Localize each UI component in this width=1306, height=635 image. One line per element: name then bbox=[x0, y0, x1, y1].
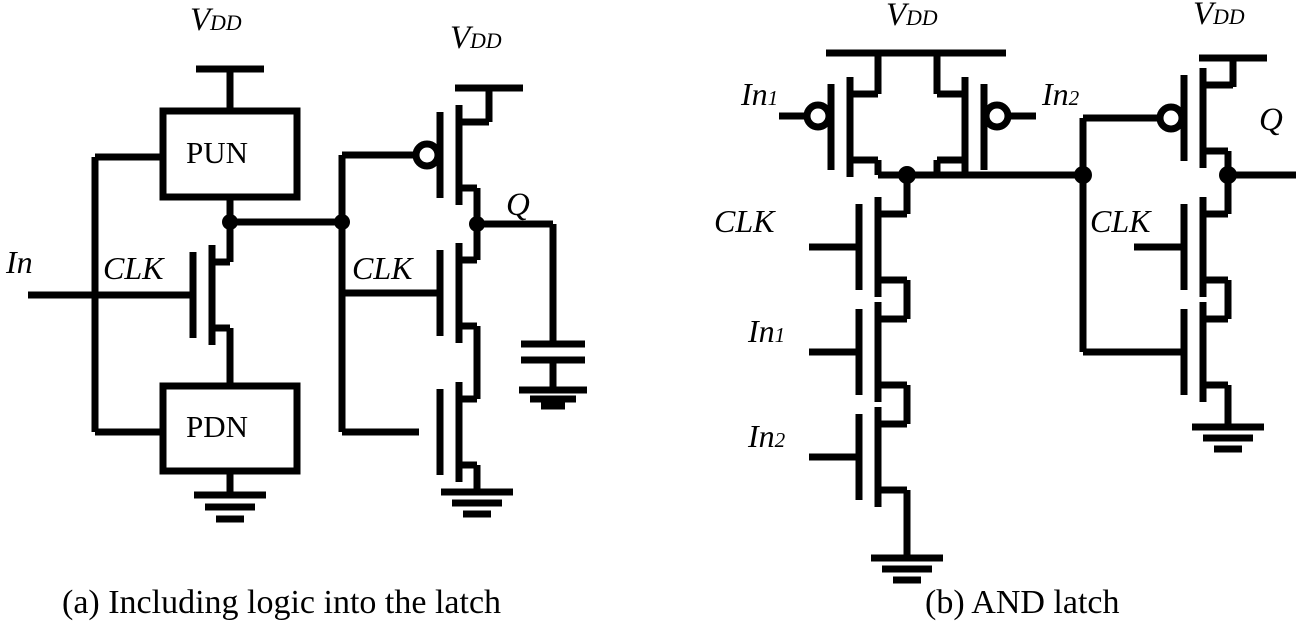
vdd-label-a-right: VDD bbox=[450, 20, 502, 56]
clk-label-b-left: CLK bbox=[714, 203, 775, 239]
clk-label-a-right: CLK bbox=[352, 250, 413, 286]
in1-label-b-pmos: In1 bbox=[741, 76, 779, 112]
gnd-capacitor-symbol-a bbox=[519, 386, 587, 410]
clk-label-b-right: CLK bbox=[1090, 203, 1151, 239]
panel-a-caption: (a) Including logic into the latch bbox=[62, 584, 502, 621]
pmos-bubble-a bbox=[412, 140, 442, 170]
pmos-bubble-in1-b bbox=[803, 101, 833, 131]
vdd-label-a-left: VDD bbox=[190, 2, 242, 38]
pdn-block-label: PDN bbox=[186, 409, 249, 444]
gnd-pdn-symbol bbox=[194, 491, 266, 523]
pmos-in2-symbol-b bbox=[933, 53, 988, 177]
node-dot-internal-a bbox=[222, 214, 238, 230]
gnd-left-stack-symbol-b bbox=[871, 554, 943, 584]
nmos-clk-input-stage-symbol bbox=[95, 222, 234, 386]
pmos-bubble-in2-b bbox=[982, 101, 1012, 131]
vdd-label-b-left: VDD bbox=[886, 0, 938, 33]
in2-label-b-pmos: In2 bbox=[1042, 76, 1080, 112]
clk-label-a-left: CLK bbox=[103, 250, 164, 286]
nmos-clk-output-stage-symbol-a bbox=[342, 224, 481, 366]
panel-b-caption: (b) AND latch bbox=[925, 584, 1120, 621]
gnd-output-stage-symbol-a bbox=[441, 488, 513, 518]
pmos-keeper-symbol-b bbox=[1180, 58, 1237, 175]
pdn-block-outline bbox=[159, 382, 301, 475]
load-capacitor-symbol-a bbox=[521, 340, 585, 388]
q-label-b: Q bbox=[1259, 102, 1283, 138]
nmos-feedback-symbol-a bbox=[436, 366, 481, 492]
in1-label-b-nmos: In1 bbox=[748, 313, 786, 349]
nmos-clk-left-symbol-b bbox=[855, 175, 911, 318]
pun-block-label: PUN bbox=[186, 135, 249, 170]
pmos-bubble-keeper-b bbox=[1156, 103, 1186, 133]
in2-label-b-nmos: In2 bbox=[748, 418, 786, 454]
nmos-feedback-symbol-b bbox=[1180, 280, 1232, 427]
q-output-wire-a bbox=[477, 220, 557, 341]
nmos-in1-symbol-b bbox=[855, 280, 911, 423]
pmos-keeper-symbol-a bbox=[436, 88, 493, 224]
vdd-label-b-right: VDD bbox=[1193, 0, 1245, 32]
nmos-clk-right-symbol-b bbox=[1180, 175, 1232, 318]
pmos-in1-symbol-b bbox=[827, 53, 882, 177]
panel-a-vdd-left-symbol bbox=[196, 65, 264, 111]
q-label-a: Q bbox=[506, 187, 530, 223]
nmos-in2-symbol-b bbox=[855, 385, 911, 558]
gnd-right-stage-symbol-b bbox=[1192, 423, 1264, 453]
in-label-a: In bbox=[6, 244, 33, 280]
